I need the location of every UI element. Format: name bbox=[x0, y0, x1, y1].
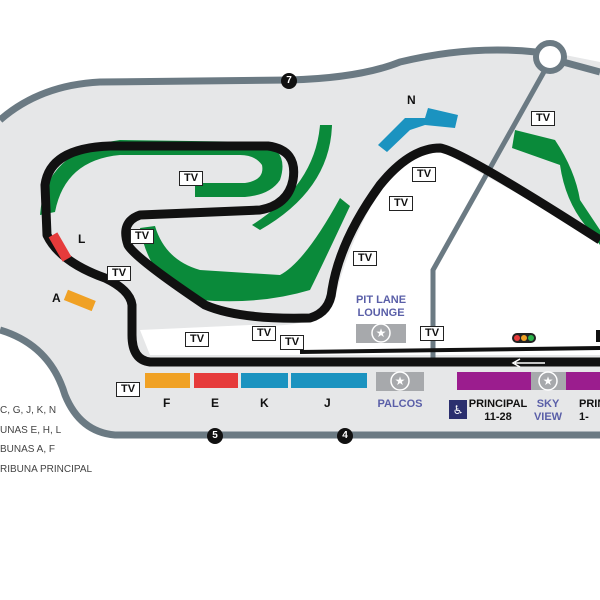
gate-marker-7: 7 bbox=[281, 73, 297, 89]
svg-text:★: ★ bbox=[395, 374, 406, 388]
stand-n-shape bbox=[378, 108, 458, 152]
race-track bbox=[40, 141, 600, 367]
palcos-shape bbox=[376, 372, 424, 391]
pit-direction-arrow bbox=[511, 358, 545, 368]
stand-label-j: J bbox=[324, 396, 331, 410]
gate-marker-5: 5 bbox=[207, 428, 223, 444]
perimeter-road bbox=[0, 46, 537, 123]
stand-label-f: F bbox=[163, 396, 171, 410]
legend-line: BUNAS A, F bbox=[0, 444, 56, 455]
star-icons bbox=[371, 323, 558, 391]
stand-label-e: E bbox=[211, 396, 220, 410]
palcos-label: PALCOS bbox=[377, 398, 423, 410]
star-glyphs: ★ ★ ★ bbox=[376, 326, 554, 388]
stand-l-shape bbox=[48, 232, 72, 262]
principal-right-label: PRIN1- bbox=[579, 398, 600, 423]
tv-screen-marker: TV bbox=[420, 326, 445, 341]
stand-e-shape bbox=[194, 373, 238, 388]
grass-areas bbox=[40, 125, 600, 302]
tv-screen-marker: TV bbox=[107, 266, 132, 281]
tv-screen-marker: TV bbox=[252, 326, 277, 341]
gate-marker-4: 4 bbox=[337, 428, 353, 444]
svg-text:★: ★ bbox=[543, 374, 554, 388]
stand-label-n: N bbox=[407, 93, 416, 107]
stand-f-shape bbox=[145, 373, 190, 388]
stand-label-l: L bbox=[78, 232, 86, 246]
principal-right-shape bbox=[566, 372, 600, 390]
tv-screen-marker: TV bbox=[179, 171, 204, 186]
roundabout bbox=[533, 40, 567, 74]
perimeter-road-bottom bbox=[0, 326, 600, 439]
tv-screen-marker: TV bbox=[130, 229, 155, 244]
principal-shape bbox=[457, 372, 531, 390]
pit-lane bbox=[299, 346, 600, 354]
legend-line: UNAS E, H, L bbox=[0, 425, 62, 436]
stand-k-shape bbox=[241, 373, 288, 388]
stand-a-shape bbox=[63, 289, 96, 312]
tv-screen-marker: TV bbox=[412, 167, 437, 182]
legend-line: RIBUNA PRINCIPAL bbox=[0, 464, 93, 475]
svg-text:★: ★ bbox=[376, 326, 387, 340]
stand-label-k: K bbox=[260, 396, 269, 410]
accessibility-icon bbox=[449, 400, 467, 419]
tv-screen-marker: TV bbox=[353, 251, 378, 266]
pit-lane-lounge-shape bbox=[356, 324, 406, 343]
tv-screen-marker: TV bbox=[389, 196, 414, 211]
tv-screen-marker: TV bbox=[185, 332, 210, 347]
tv-screen-marker: TV bbox=[280, 335, 305, 350]
svg-text:♿: ♿ bbox=[453, 403, 464, 417]
perimeter-road-right bbox=[562, 58, 600, 76]
stand-label-a: A bbox=[52, 291, 61, 305]
stand-j-shape bbox=[291, 373, 367, 388]
legend-line: C, G, J, K, N bbox=[0, 405, 57, 416]
tv-screen-marker: TV bbox=[531, 111, 556, 126]
tv-screen-marker: TV bbox=[116, 382, 141, 397]
